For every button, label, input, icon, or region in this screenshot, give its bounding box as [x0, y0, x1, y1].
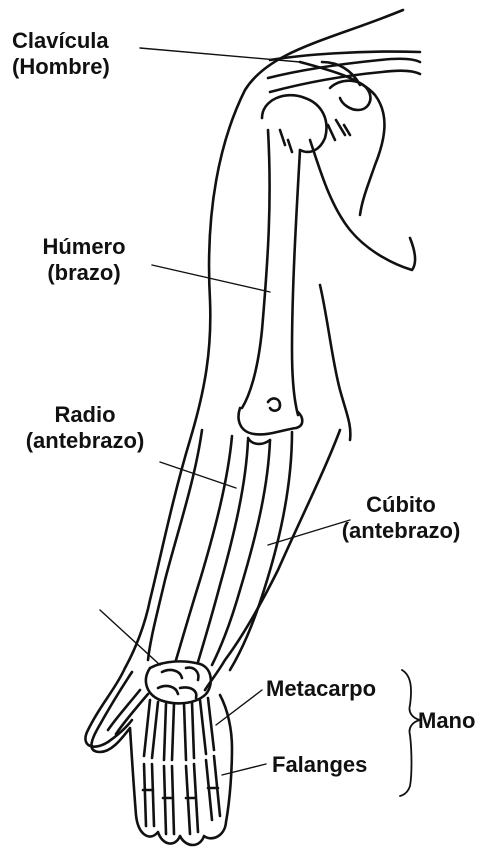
acromion [330, 81, 370, 110]
leader-clavicula [140, 48, 300, 62]
leader-radio [160, 462, 236, 488]
label-cubito-line2: (antebrazo) [326, 518, 476, 544]
clavicle-bone [268, 59, 420, 92]
carpal-bones [146, 661, 211, 703]
label-humero-line1: Húmero [30, 234, 138, 260]
leader-metacarpo [216, 690, 262, 725]
radius-left [176, 436, 232, 660]
phalanges-1 [143, 764, 154, 826]
phalanges-4 [206, 756, 220, 820]
label-mano: Mano [418, 708, 475, 734]
humerus-head-detail [280, 130, 292, 152]
shoulder-contour [300, 62, 384, 215]
label-humero-line2: (brazo) [30, 260, 138, 286]
shoulder-marks [328, 120, 350, 140]
ulna-right [230, 432, 292, 670]
phalanges-2 [163, 766, 174, 834]
label-humero: Húmero (brazo) [30, 234, 138, 286]
elbow-joint [239, 408, 303, 434]
forearm-outline-outer-inner [148, 430, 202, 660]
label-clavicula-line2: (Hombre) [12, 54, 110, 80]
label-radio-line2: (antebrazo) [10, 428, 160, 454]
metacarpal-2 [164, 704, 174, 760]
metacarpal-1 [144, 700, 158, 758]
label-radio-line1: Radio [10, 402, 160, 428]
phalanges-3 [186, 764, 198, 834]
label-radio: Radio (antebrazo) [10, 402, 160, 454]
label-falanges: Falanges [272, 752, 367, 778]
arm-outline-inner [320, 285, 350, 440]
ulna-left [212, 440, 270, 665]
thumb-bones [108, 690, 148, 734]
humeral-head [262, 95, 326, 152]
metacarpal-4 [200, 698, 214, 754]
label-clavicula: Clavícula (Hombre) [12, 28, 110, 80]
label-cubito-line1: Cúbito [326, 492, 476, 518]
arm-outline-outer [85, 10, 403, 747]
radius-right [198, 440, 248, 662]
leader-humero [152, 265, 270, 292]
label-metacarpo: Metacarpo [266, 676, 376, 702]
label-clavicula-line1: Clavícula [12, 28, 110, 54]
humerus-right [292, 150, 300, 415]
mano-brace [400, 670, 420, 796]
label-cubito: Cúbito (antebrazo) [326, 492, 476, 544]
humerus-left [242, 130, 270, 408]
metacarpal-3 [184, 702, 194, 760]
elbow-detail [248, 398, 280, 443]
leader-falanges [222, 764, 266, 775]
